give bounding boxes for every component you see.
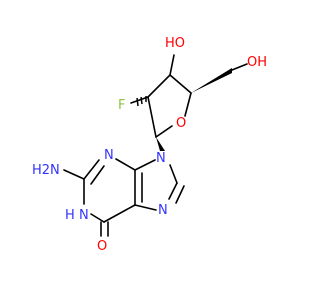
bond-c4-o: [184, 92, 192, 117]
bond-n9-c8: [169, 164, 178, 184]
bond-c2-n3-double: [90, 165, 105, 185]
bond-c2-f: [130, 96, 149, 104]
bond-c8-n7: [168, 182, 178, 200]
amino-label: H2N: [32, 163, 60, 178]
carbonyl-oxygen-label: O: [97, 239, 107, 254]
n1h-label: H: [65, 208, 75, 223]
hydroxyl-top-label: HO: [165, 36, 185, 51]
bond-c4-n9: [134, 159, 156, 171]
n1-label: N: [79, 208, 89, 223]
wedge-c4-ch2: [191, 68, 232, 93]
n9-label: N: [156, 151, 166, 166]
canvas-background: [0, 0, 300, 300]
bond-c3-oh: [169, 54, 175, 76]
bond-c2-n3: [83, 159, 100, 180]
bond-c3-c4: [169, 74, 192, 94]
bond-ch2-oh: [231, 63, 248, 71]
bond-c3-c2: [147, 74, 171, 98]
hash-c2-f: [136, 96, 147, 107]
bond-o-c1: [155, 125, 173, 138]
bond-n3-c4: [115, 158, 136, 171]
bond-c6-n1: [90, 213, 105, 223]
fluorine-label: F: [118, 98, 125, 113]
hydroxyl-ch2-label: OH: [247, 55, 267, 70]
bond-c2-nh2: [63, 169, 85, 180]
wedge-c1-n9: [156, 137, 165, 151]
bond-n7-c5: [134, 204, 157, 211]
molecule-structure: HO OH F O H2N N N H N N O: [0, 0, 300, 300]
ring-oxygen-label: O: [176, 116, 186, 131]
bond-c8-n7-double: [175, 185, 185, 204]
bond-c5-c6: [103, 204, 136, 223]
n7-label: N: [158, 203, 168, 218]
n3-label: N: [104, 148, 114, 163]
bonds: [63, 54, 248, 237]
bond-c1-c2: [147, 96, 157, 138]
